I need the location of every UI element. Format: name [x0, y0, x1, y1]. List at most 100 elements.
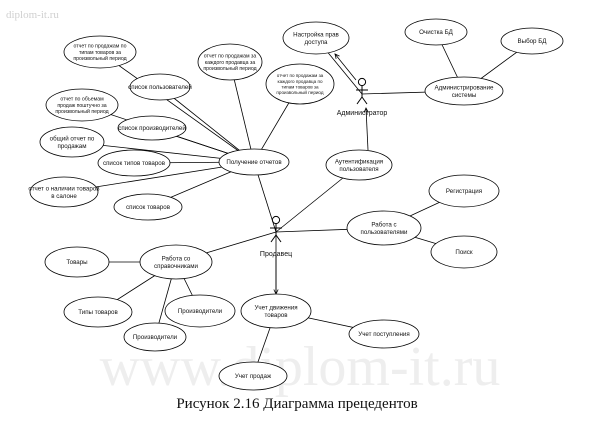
- usecase-label: Очистка БД: [419, 29, 453, 36]
- usecase-ellipse: [45, 88, 119, 122]
- usecase-ellipse: [164, 294, 236, 328]
- usecase-label: системы: [452, 92, 477, 99]
- usecase-clean-db[interactable]: Очистка БД: [404, 18, 468, 46]
- usecase-ellipse: [348, 319, 420, 349]
- usecase-label: список типов товаров: [103, 160, 166, 167]
- usecase-ellipse: [282, 21, 350, 55]
- usecase-ellipse: [265, 63, 335, 105]
- usecase-label: Учет движения: [254, 305, 297, 312]
- usecase-label: отчет по продажам за: [277, 73, 324, 78]
- usecase-label: Регистрация: [446, 188, 482, 195]
- association-auth-admin: [365, 107, 369, 151]
- usecase-label: отчет по продажам за: [204, 54, 257, 60]
- usecase-label: каждого продавца по: [277, 79, 323, 84]
- usecase-label: Работа со: [162, 256, 191, 263]
- usecase-ellipse: [346, 210, 422, 246]
- usecase-receipts[interactable]: Учет поступления: [348, 319, 420, 349]
- usecase-label: отчет по продажам по: [74, 44, 127, 50]
- usecase-label: Работа с: [371, 222, 396, 229]
- actor-icon: [270, 215, 282, 243]
- figure-caption: Рисунок 2.16 Диаграмма прецедентов: [176, 396, 418, 412]
- association-admin-access-head: [334, 53, 340, 59]
- usecase-list-producers[interactable]: список производителей: [117, 115, 187, 141]
- usecase-label: отчет по объемам: [60, 97, 104, 103]
- usecase-label: продаж поштучно за: [57, 103, 106, 109]
- usecase-ellipse: [197, 43, 263, 81]
- association-auth-admin-head: [363, 107, 369, 113]
- usecase-label: произвольный период: [55, 108, 108, 115]
- usecase-ellipse: [430, 235, 498, 269]
- usecase-goods[interactable]: Товары: [44, 246, 110, 278]
- usecase-label: произвольный период: [276, 89, 323, 95]
- usecase-label: Настройка прав: [293, 32, 339, 39]
- usecase-goods-types[interactable]: Типы товаров: [63, 296, 133, 328]
- usecase-label: Получение отчетов: [226, 159, 282, 166]
- usecase-ellipse: [500, 27, 564, 55]
- usecase-label: пользователя: [339, 166, 378, 173]
- actor-administrator[interactable]: Администратор: [337, 77, 388, 117]
- actor-icon: [356, 77, 368, 105]
- usecase-ellipse: [39, 126, 105, 158]
- usecase-label: список товаров: [126, 204, 171, 211]
- usecase-label: Поиск: [455, 249, 472, 256]
- usecase-ellipse: [325, 149, 393, 181]
- usecase-label: Выбор БД: [518, 38, 548, 45]
- actor-seller[interactable]: Продавец: [260, 215, 292, 258]
- usecase-label: отчет о наличии товаров: [28, 186, 100, 193]
- usecase-producers[interactable]: Производители: [164, 294, 236, 328]
- usecase-label: Производители: [133, 334, 178, 341]
- usecase-label: Товары: [66, 259, 88, 266]
- usecase-producers2[interactable]: Производители: [123, 322, 187, 352]
- usecase-label: продажам: [58, 143, 87, 150]
- corner-watermark: diplom-it.ru: [6, 9, 59, 21]
- usecase-label: типам товаров за: [79, 50, 121, 56]
- usecase-label: общий отчет по: [50, 136, 95, 143]
- association-get_reports-list_users: [159, 86, 255, 163]
- usecase-choose-db[interactable]: Выбор БД: [500, 27, 564, 55]
- association-admin-access: [334, 53, 357, 81]
- usecase-label: пользователями: [361, 229, 408, 236]
- usecase-ellipse: [218, 148, 290, 176]
- usecase-label: справочниками: [154, 263, 198, 270]
- usecase-search[interactable]: Поиск: [430, 235, 498, 269]
- usecase-label: произвольный период: [203, 65, 256, 72]
- usecase-list-users[interactable]: список пользователей: [128, 73, 192, 101]
- usecase-label: Администрирование: [434, 85, 494, 92]
- usecase-label: каждого продавца за: [205, 60, 256, 66]
- usecase-label: Учет поступления: [358, 331, 409, 338]
- usecase-label: типам товаров за: [281, 85, 319, 90]
- usecase-ellipse: [117, 115, 187, 141]
- usecase-registration[interactable]: Регистрация: [428, 174, 500, 208]
- usecase-label: Учет продаж: [235, 373, 272, 380]
- usecase-list-goods[interactable]: список товаров: [113, 193, 183, 221]
- usecase-ellipse: [97, 149, 171, 177]
- actor-seller-label: Продавец: [260, 251, 292, 258]
- usecase-sales[interactable]: Учет продаж: [218, 361, 288, 391]
- usecase-ellipse: [113, 193, 183, 221]
- usecase-label: список пользователей: [128, 84, 192, 91]
- usecase-ellipse: [404, 18, 468, 46]
- usecase-ellipse: [428, 174, 500, 208]
- association-get_reports-rep_type_period: [99, 51, 255, 163]
- usecase-ellipse: [240, 293, 312, 329]
- usecase-label: произвольный период: [73, 55, 126, 62]
- usecase-ellipse: [139, 244, 213, 280]
- usecase-get-reports[interactable]: Получение отчетов: [218, 148, 290, 176]
- usecase-ellipse: [424, 76, 504, 106]
- usecase-ellipse: [63, 296, 133, 328]
- usecase-list-types[interactable]: список типов товаров: [97, 149, 171, 177]
- usecase-ellipse: [123, 322, 187, 352]
